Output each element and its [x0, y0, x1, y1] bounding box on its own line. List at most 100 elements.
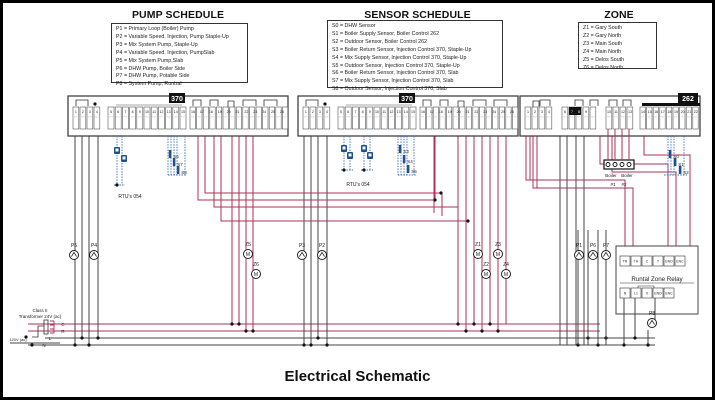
jumper-icon: [472, 99, 487, 106]
zone-valve: Z3M: [493, 242, 503, 259]
pump-schedule-item: P2 = Variable Speed. Injection, Pump Sta…: [116, 33, 229, 40]
sensor-icon: [398, 145, 402, 153]
sensor-label: S8: [181, 170, 187, 175]
output-terminal: [505, 106, 512, 130]
cross-wire: [536, 129, 634, 250]
junction-dot: [480, 329, 484, 333]
relay-terminal-label: ENC: [665, 292, 673, 296]
zone-schedule-item: Z2 = Gary North: [583, 32, 622, 39]
rtu-label: RTU's 054: [346, 182, 370, 188]
terminal-number: 25: [501, 110, 505, 114]
boiler-terminal: [626, 106, 634, 130]
relay-terminal-label: X: [646, 292, 649, 296]
pump-icon: [601, 250, 611, 260]
bus-label: L: [49, 336, 52, 341]
sensor-schedule-item: S4 = Mix Supply Sensor, Injection Contro…: [332, 54, 467, 61]
sensor-label: S1: [678, 162, 684, 167]
output-terminal: [222, 106, 229, 130]
junction-dot: [316, 336, 320, 340]
pump: P2: [317, 243, 327, 260]
pump-symbol: [576, 251, 582, 257]
pump: P3: [297, 243, 307, 260]
jumper-icon: [242, 99, 257, 106]
terminal-number: 15: [648, 110, 652, 114]
output-terminal: [465, 106, 472, 130]
terminal-number: 18: [439, 110, 443, 114]
relay-terminal-label: TH: [634, 260, 639, 264]
zone-schedule-item: Z1 = Gary South: [583, 25, 623, 31]
zone-valve-icon: [473, 249, 483, 259]
power-terminal: [86, 106, 94, 130]
terminal-number: 8: [132, 110, 134, 114]
terminal-highlight: [569, 107, 581, 115]
sensor-terminal: [179, 106, 187, 130]
motor-symbol: M: [254, 272, 258, 278]
pump-symbol: [319, 251, 325, 257]
sensor-schedule-title: SENSOR SCHEDULE: [364, 9, 471, 21]
terminal-number: 26: [280, 110, 284, 114]
cross-wire: [529, 129, 626, 250]
power-terminal: [309, 106, 317, 130]
sensor-terminal: [158, 106, 165, 130]
pump-label: P7: [603, 243, 609, 249]
terminal-number: 15: [411, 110, 415, 114]
transformer-label: Transformer 24V (ac): [19, 314, 62, 319]
output-terminal: [432, 106, 439, 130]
terminal-number: 20: [457, 110, 461, 114]
model-badge: [399, 93, 415, 103]
pump-label: P5: [71, 243, 77, 249]
sensor-terminal: [352, 106, 359, 130]
pump-icon: [297, 250, 307, 260]
terminal-number: 22: [694, 110, 698, 114]
terminal-number: 25: [271, 110, 275, 114]
jumper-icon: [422, 99, 432, 106]
rtu-label: RTU's 054: [118, 194, 142, 200]
zone-label: Z1: [475, 242, 481, 248]
cross-wire: [643, 129, 691, 255]
output-terminal: [479, 106, 486, 130]
output-terminal: [472, 106, 479, 130]
junction-dot: [302, 343, 306, 347]
cross-wire: [204, 129, 443, 216]
sensor-terminal: [114, 106, 122, 130]
output-terminal: [262, 106, 269, 130]
sensor-terminal: [402, 106, 410, 130]
boiler-number: #2: [621, 182, 627, 187]
relay-terminal-label: T: [657, 260, 659, 264]
sensor-icon: [172, 158, 176, 166]
terminal-number: 14: [641, 110, 645, 114]
relay-terminal: [652, 255, 664, 267]
power-terminal: [93, 106, 101, 130]
pump-symbol: [649, 319, 655, 325]
terminal-number: 10: [145, 110, 149, 114]
junction-dot: [488, 322, 492, 326]
power-terminal: [323, 106, 331, 130]
terminal-number: 6: [347, 110, 349, 114]
terminal-number: 6: [117, 110, 119, 114]
pump: P6: [588, 243, 598, 260]
zone-valve: Z4M: [501, 262, 511, 279]
sensor-schedule-item: S8 = Outdoor Sensor, Injection Control 3…: [332, 86, 447, 93]
terminal-number: 13: [167, 110, 171, 114]
pump-schedule-item: P1 = Primary Loop (Boiler) Pump: [116, 26, 194, 32]
zone-valve-icon: [243, 249, 253, 259]
jumper-icon: [493, 99, 508, 106]
terminal-number: 16: [191, 110, 195, 114]
zone-schedule-item: Z3 = Main South: [583, 40, 623, 47]
terminal-number: 17: [200, 110, 204, 114]
boiler-terminal-screw: [612, 162, 618, 167]
pump-schedule-title: PUMP SCHEDULE: [131, 9, 225, 21]
pump-label: P8: [649, 311, 655, 317]
pump-label: P4: [91, 243, 97, 249]
power-terminal: [531, 106, 539, 130]
terminal-number: 9: [369, 110, 371, 114]
output-terminal: [589, 106, 597, 130]
pump-schedule-item: P8 = System Pump, Runtral: [116, 81, 182, 88]
pump: P8: [647, 311, 657, 328]
sensor-terminal: [380, 106, 388, 130]
terminal-number: 2: [82, 110, 84, 114]
model-badge: [678, 93, 698, 103]
